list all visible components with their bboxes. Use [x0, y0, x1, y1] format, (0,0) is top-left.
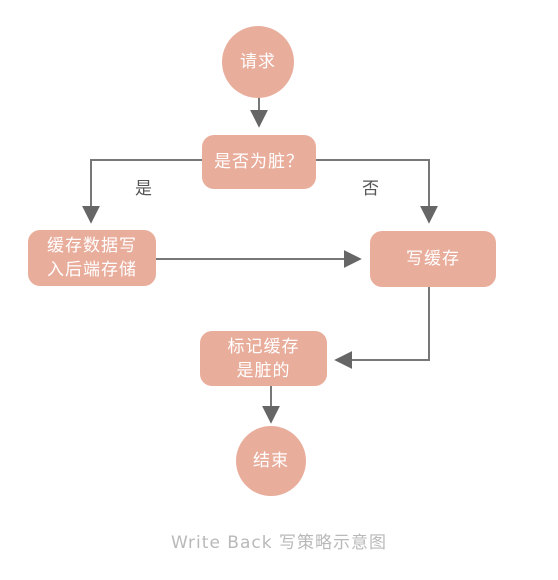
- end-node: 结束: [236, 426, 306, 496]
- start-node-label: 请求: [240, 52, 276, 72]
- diagram-caption: Write Back 写策略示意图: [171, 533, 387, 553]
- end-node-label: 结束: [253, 451, 289, 471]
- decision-node-label: 是否为脏？: [214, 152, 304, 172]
- decision-node-is-dirty: 是否为脏？: [202, 135, 316, 189]
- process-node-write-back-storage: 缓存数据写 入后端存储: [28, 230, 156, 286]
- edge-label-no: 否: [362, 179, 379, 199]
- start-node-request: 请求: [222, 26, 294, 98]
- edge-decision-no: [316, 159, 438, 224]
- edge-writecache-to-markdirty: [334, 287, 430, 369]
- process-node-mark-dirty-label: 标记缓存 是脏的: [227, 336, 300, 381]
- process-node-write-back-label: 缓存数据写 入后端存储: [47, 236, 137, 280]
- process-node-mark-dirty: 标记缓存 是脏的: [200, 331, 327, 386]
- process-node-write-cache-label: 写缓存: [406, 249, 460, 269]
- edge-decision-yes: [82, 159, 202, 224]
- edge-label-yes: 是: [135, 179, 152, 199]
- process-node-write-cache: 写缓存: [370, 231, 496, 287]
